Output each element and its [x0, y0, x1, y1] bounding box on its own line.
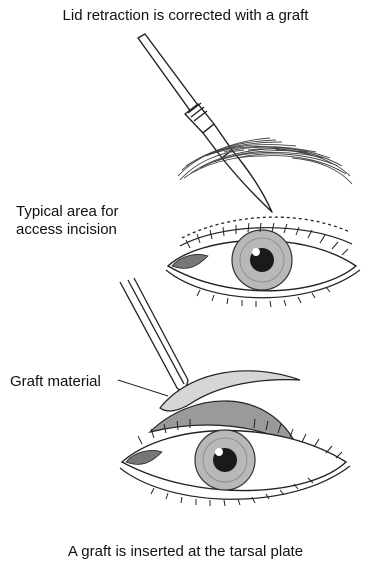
eye-bottom-highlight: [215, 448, 223, 456]
eye-top: [166, 223, 360, 307]
eye-top-highlight: [252, 248, 260, 256]
graft-pointer-line: [118, 380, 168, 396]
eyebrow-top: [178, 138, 352, 184]
eye-bottom: [120, 419, 350, 506]
forceps-illustration: [120, 278, 188, 390]
scalpel-illustration: [138, 34, 272, 212]
